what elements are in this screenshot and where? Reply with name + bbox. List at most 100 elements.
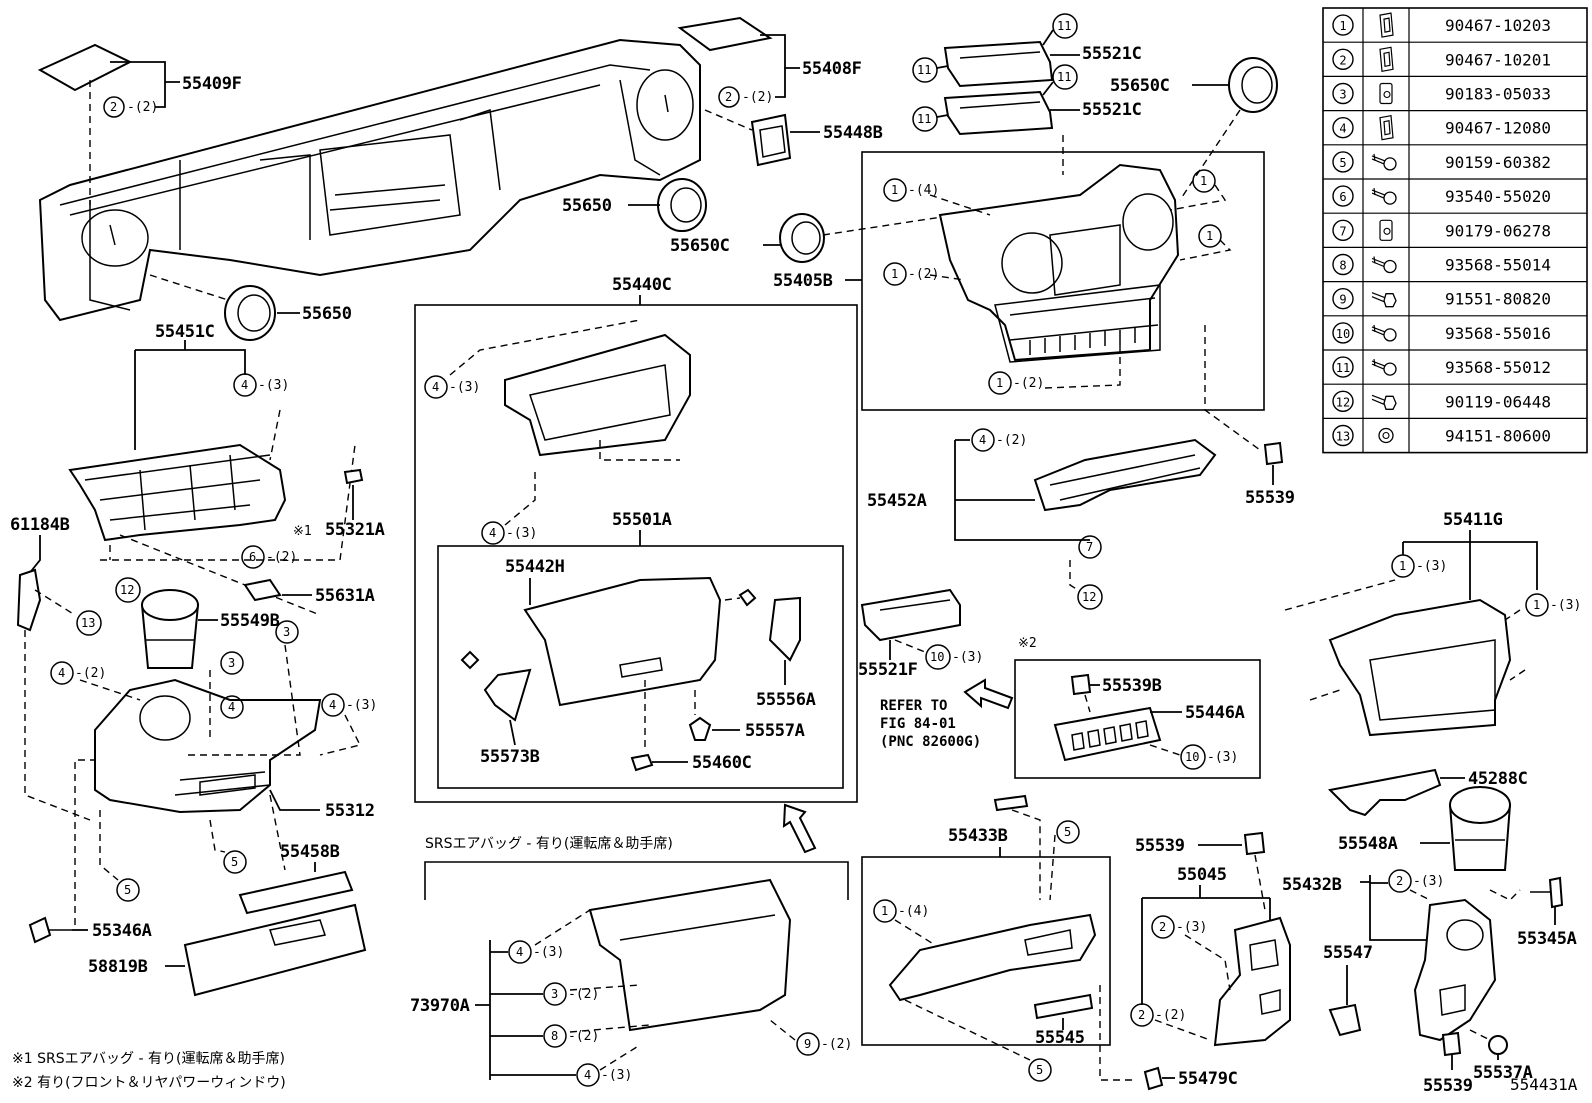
fastener-part-number: 93568-55014	[1445, 256, 1551, 275]
frame-55405B: 55405B 1 -(4) 1 1 1 -(2) 1 -(2)	[773, 151, 1265, 411]
mark-1: ※1	[293, 524, 312, 539]
svg-text:3: 3	[551, 987, 558, 1001]
label-55458B: 55458B	[280, 842, 340, 862]
svg-text:11: 11	[917, 112, 931, 126]
label-55452A: 55452A	[867, 491, 927, 511]
label-55409F: 55409F	[182, 74, 242, 94]
part-55650-upper: 55650	[562, 178, 707, 232]
label-55440C: 55440C	[612, 275, 672, 295]
label-55521C-lower: 55521C	[1082, 100, 1142, 120]
svg-text:4: 4	[329, 698, 336, 712]
label-55448B: 55448B	[823, 123, 883, 143]
fastener-row: 8 93568-55014	[1332, 253, 1551, 276]
nut-icon	[1378, 427, 1394, 444]
frame-55433B: 55433B 5 1 -(4) 55545 5	[861, 794, 1135, 1082]
svg-text:12: 12	[1082, 590, 1096, 604]
svg-text:-(2): -(2)	[266, 550, 297, 565]
svg-text:-(2): -(2)	[75, 666, 106, 681]
svg-text:-(3): -(3)	[506, 526, 537, 541]
nut-clip-icon	[1379, 219, 1393, 241]
footnotes: ※1 SRSエアバッグ - 有り(運転席＆助手席) ※2 有り(フロント＆リヤパ…	[12, 1051, 286, 1091]
label-55451C: 55451C	[155, 322, 215, 342]
frame-power-window: ※2 55539B 55446A 10 -(3)	[1014, 636, 1261, 779]
part-55631A: 6 -(2) 55631A	[241, 545, 375, 606]
fastener-number: 3	[1339, 88, 1346, 102]
svg-text:11: 11	[917, 63, 931, 77]
label-55045: 55045	[1177, 865, 1227, 885]
svg-text:5: 5	[124, 883, 131, 897]
svg-text:-(3): -(3)	[952, 650, 983, 665]
srs-caption: SRSエアバッグ - 有り(運転席＆助手席)	[425, 836, 673, 852]
label-55539B: 55539B	[1102, 676, 1162, 696]
label-55549B: 55549B	[220, 611, 280, 631]
svg-text:1: 1	[1206, 229, 1213, 243]
svg-text:-(2): -(2)	[996, 433, 1027, 448]
svg-text:4: 4	[228, 700, 235, 714]
label-55408F: 55408F	[802, 59, 862, 79]
fastener-number: 8	[1339, 259, 1346, 273]
fastener-number: 1	[1339, 19, 1346, 33]
label-55405B: 55405B	[773, 271, 833, 291]
svg-text:4: 4	[489, 526, 496, 540]
arrow-to-55440C	[782, 803, 817, 854]
svg-text:-(3): -(3)	[1550, 598, 1581, 613]
fastener-part-number: 90179-06278	[1445, 221, 1551, 240]
svg-text:-(2): -(2)	[568, 987, 599, 1002]
part-45288C: 45288C	[1327, 768, 1528, 817]
part-55345A: 55345A	[1517, 876, 1577, 949]
label-55573B: 55573B	[480, 747, 540, 767]
part-55409F: 55409F 2 -(2)	[37, 43, 242, 205]
svg-text:2: 2	[725, 90, 732, 104]
label-55539-mid: 55539	[1135, 836, 1185, 856]
svg-text:11: 11	[1057, 70, 1071, 84]
fastener-number: 11	[1336, 361, 1350, 375]
svg-text:-(2): -(2)	[568, 1029, 599, 1044]
label-55411G: 55411G	[1443, 510, 1503, 530]
svg-text:-(2): -(2)	[908, 267, 939, 282]
refer-note: REFER TO FIG 84-01 (PNC 82600G)	[880, 698, 981, 750]
svg-text:1: 1	[1200, 174, 1207, 188]
label-55631A: 55631A	[315, 586, 375, 606]
label-55346A: 55346A	[92, 921, 152, 941]
fastener-number: 2	[1339, 53, 1346, 67]
part-55458B: 55458B	[238, 794, 354, 915]
svg-text:7: 7	[1086, 540, 1093, 554]
svg-text:-(2): -(2)	[821, 1037, 852, 1052]
nut-clip-icon	[1379, 82, 1393, 105]
label-55521F: 55521F	[858, 660, 918, 680]
fastener-row: 1 90467-10203	[1332, 12, 1551, 38]
fastener-number: 5	[1339, 156, 1346, 170]
part-55521C-lower: 55521C 11 11	[912, 64, 1142, 175]
svg-text:-(3): -(3)	[533, 945, 564, 960]
label-55433B: 55433B	[948, 826, 1008, 846]
label-55547: 55547	[1323, 943, 1373, 963]
fastener-part-number: 90467-12080	[1445, 119, 1551, 138]
part-55451C: 55451C 4 -(3)	[68, 322, 356, 616]
svg-text:4: 4	[584, 1068, 591, 1082]
label-55650C-mid: 55650C	[670, 236, 730, 256]
part-55452A: 4 -(2) 55452A 7 12	[867, 428, 1217, 610]
svg-text:-(2): -(2)	[742, 90, 773, 105]
clip-icon	[1379, 12, 1394, 38]
svg-text:2: 2	[1159, 920, 1166, 934]
svg-text:10: 10	[930, 650, 944, 664]
label-55460C: 55460C	[692, 753, 752, 773]
fastener-part-number: 90467-10203	[1445, 16, 1551, 35]
part-55448B: 55448B	[704, 109, 883, 167]
label-55446A: 55446A	[1185, 703, 1245, 723]
fastener-number: 12	[1336, 395, 1350, 409]
label-55548A: 55548A	[1338, 834, 1398, 854]
footnote-1: ※1 SRSエアバッグ - 有り(運転席＆助手席)	[12, 1051, 285, 1067]
label-55501A: 55501A	[612, 510, 672, 530]
fastener-part-number: 90119-06448	[1445, 392, 1551, 411]
